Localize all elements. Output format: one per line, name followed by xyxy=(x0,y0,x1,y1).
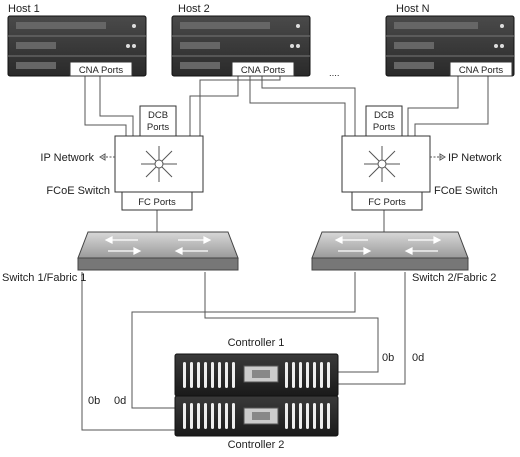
fcoe-switch-1-ip-arrow-icon xyxy=(99,153,115,161)
fcoe-switch-2-ports-label: Ports xyxy=(373,122,395,133)
fcoe-switch-1-label: FCoE Switch xyxy=(46,185,110,197)
fabric-switch-2: Switch 2/Fabric 2 xyxy=(311,231,496,284)
fcoe-switch-2-dcb-ports-box xyxy=(365,105,403,137)
fcoe-switch-1-dcb-ports-box xyxy=(139,105,177,137)
fcoe-switch-1-fc-ports-box xyxy=(121,191,193,211)
host-1-label: Host 1 xyxy=(8,3,40,15)
fcoe-switch-2-ip-network-label: IP Network xyxy=(448,152,502,164)
fcoe-switch-1-dcb-label: DCB xyxy=(148,110,168,121)
fcoe-switch-1-star-icon xyxy=(141,146,177,182)
fabric-switch-1-arrows-icon xyxy=(104,236,212,255)
controller-2-vents-icon xyxy=(183,403,330,429)
fabric-switch-1: Switch 1/Fabric 1 xyxy=(2,231,239,284)
controller-1-port-0b: 0b xyxy=(382,352,394,364)
fcoe-switch-2-fc-ports-label: FC Ports xyxy=(368,197,406,208)
controller-1: Controller 1 0b 0d xyxy=(174,337,424,397)
host-2: Host 2 CNA Ports xyxy=(171,3,311,77)
fabric-switch-1-label: Switch 1/Fabric 1 xyxy=(2,272,86,284)
fabric-switch-2-arrows-icon xyxy=(334,236,442,255)
controller-1-port-0d: 0d xyxy=(412,352,424,364)
host-1-cna-ports-box xyxy=(69,61,133,77)
host-2-label: Host 2 xyxy=(178,3,210,15)
controller-2-label: Controller 2 xyxy=(228,439,285,451)
host-2-cna-ports-label: CNA Ports xyxy=(241,65,286,76)
controller-2-port-0b: 0b xyxy=(88,395,100,407)
fcoe-switch-2-ip-arrow-icon xyxy=(430,153,446,161)
fcoe-switch-1: DCB Ports FC Ports IP Network FCoE Switc… xyxy=(40,105,204,211)
hosts-ellipsis: .... xyxy=(329,68,340,79)
fcoe-switch-1-ports-label: Ports xyxy=(147,122,169,133)
host-n-cna-ports-label: CNA Ports xyxy=(459,65,504,76)
host-1-cna-ports-label: CNA Ports xyxy=(79,65,124,76)
fcoe-switch-2-star-icon xyxy=(364,146,400,182)
host-n-cna-ports-box xyxy=(449,61,513,77)
fcoe-switch-2-fc-ports-box xyxy=(351,191,423,211)
controller-1-vents-icon xyxy=(183,362,330,388)
controller-1-label: Controller 1 xyxy=(228,337,285,349)
fcoe-switch-2-dcb-label: DCB xyxy=(374,110,394,121)
fcoe-switch-1-fc-ports-label: FC Ports xyxy=(138,197,176,208)
controller-2: Controller 2 0b 0d xyxy=(88,395,339,451)
host-1: Host 1 CNA Ports xyxy=(7,3,147,77)
host-2-cna-ports-box xyxy=(231,61,295,77)
fabric-switch-2-label: Switch 2/Fabric 2 xyxy=(412,272,496,284)
connection-lines xyxy=(81,75,489,431)
host-n: Host N CNA Ports xyxy=(385,3,515,77)
fcoe-switch-2-label: FCoE Switch xyxy=(434,185,498,197)
controller-2-port-0d: 0d xyxy=(114,395,126,407)
host-n-label: Host N xyxy=(396,3,430,15)
fcoe-switch-2: DCB Ports FC Ports IP Network FCoE Switc… xyxy=(341,105,502,211)
fcoe-switch-1-ip-network-label: IP Network xyxy=(40,152,94,164)
